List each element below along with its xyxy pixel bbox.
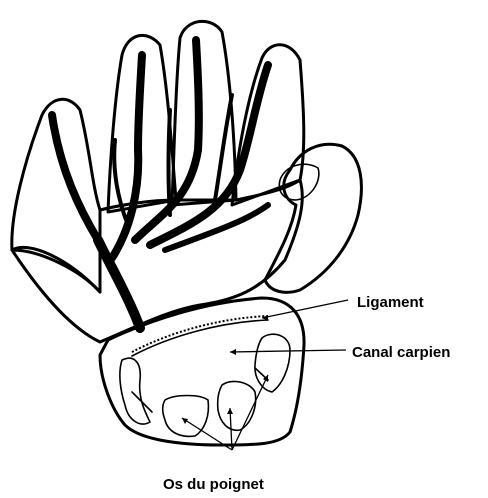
label-ligament: Ligament	[357, 294, 424, 311]
carpal-bone-4	[255, 334, 290, 392]
label-os-du-poignet: Os du poignet	[163, 476, 264, 493]
carpal-bone-1	[120, 358, 150, 424]
carpal-bone-3	[218, 381, 256, 430]
wrist-cross-section	[100, 298, 304, 445]
leader-lines	[182, 300, 348, 450]
canal-leader	[230, 350, 346, 352]
ligament-leader	[262, 300, 348, 318]
median-nerve	[52, 40, 268, 328]
label-canal-carpien: Canal carpien	[352, 344, 450, 361]
middle-finger	[172, 21, 236, 205]
wrist-outline	[100, 298, 304, 445]
